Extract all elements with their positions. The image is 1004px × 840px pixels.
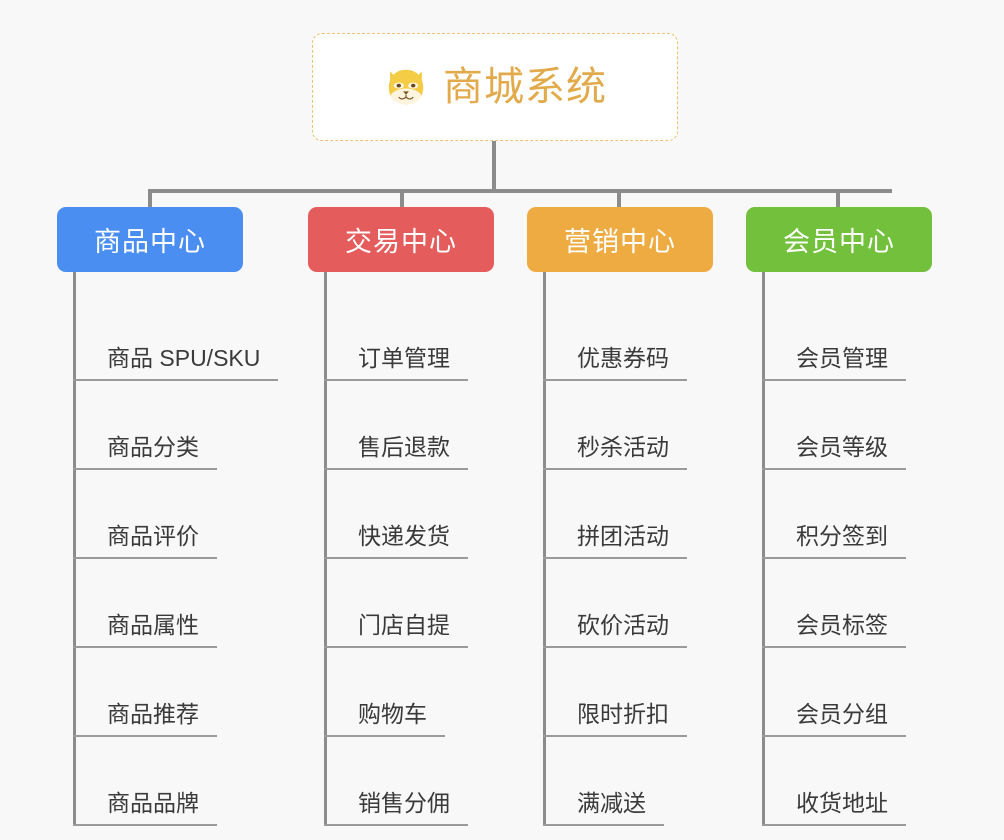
list-item[interactable]: 门店自提 bbox=[324, 559, 538, 648]
category-label: 营销中心 bbox=[564, 227, 676, 257]
leaf-label: 满减送 bbox=[543, 790, 664, 826]
leaf-label: 门店自提 bbox=[324, 612, 468, 648]
list-item[interactable]: 优惠券码 bbox=[543, 292, 757, 381]
category-header-marketing[interactable]: 营销中心 bbox=[527, 207, 713, 272]
connector-drop-3 bbox=[617, 189, 621, 209]
list-item[interactable]: 商品分类 bbox=[73, 381, 287, 470]
leaf-label: 商品推荐 bbox=[73, 701, 217, 737]
root-node[interactable]: 商城系统 bbox=[312, 33, 678, 141]
leaf-label: 会员管理 bbox=[762, 345, 906, 381]
leaf-label: 收货地址 bbox=[762, 790, 906, 826]
leaf-spine bbox=[543, 272, 546, 826]
list-item[interactable]: 会员管理 bbox=[762, 292, 976, 381]
list-item[interactable]: 商品推荐 bbox=[73, 648, 287, 737]
leaf-label: 砍价活动 bbox=[543, 612, 687, 648]
leaf-list-product: 商品 SPU/SKU 商品分类 商品评价 商品属性 商品推荐 商品品牌 bbox=[73, 272, 287, 826]
list-item[interactable]: 售后退款 bbox=[324, 381, 538, 470]
leaf-label: 商品评价 bbox=[73, 523, 217, 559]
leaf-label: 商品属性 bbox=[73, 612, 217, 648]
list-item[interactable]: 购物车 bbox=[324, 648, 538, 737]
connector-drop-4 bbox=[836, 189, 840, 209]
leaf-label: 商品 SPU/SKU bbox=[73, 345, 279, 381]
leaf-label: 积分签到 bbox=[762, 523, 906, 559]
branch-column-marketing: 营销中心 优惠券码 秒杀活动 拼团活动 砍价活动 限时折扣 满减送 bbox=[527, 207, 757, 826]
list-item[interactable]: 商品属性 bbox=[73, 559, 287, 648]
root-title: 商城系统 bbox=[443, 65, 607, 109]
list-item[interactable]: 砍价活动 bbox=[543, 559, 757, 648]
list-item[interactable]: 商品评价 bbox=[73, 470, 287, 559]
list-item[interactable]: 会员分组 bbox=[762, 648, 976, 737]
connector-drop-1 bbox=[148, 189, 152, 209]
connector-root-stem bbox=[492, 141, 496, 192]
branch-column-product: 商品中心 商品 SPU/SKU 商品分类 商品评价 商品属性 商品推荐 商品品牌 bbox=[57, 207, 287, 826]
category-header-trade[interactable]: 交易中心 bbox=[308, 207, 494, 272]
leaf-label: 购物车 bbox=[324, 701, 445, 737]
leaf-spine bbox=[762, 272, 765, 826]
leaf-label: 销售分佣 bbox=[324, 790, 468, 826]
leaf-list-marketing: 优惠券码 秒杀活动 拼团活动 砍价活动 限时折扣 满减送 bbox=[543, 272, 757, 826]
leaf-label: 秒杀活动 bbox=[543, 434, 687, 470]
list-item[interactable]: 会员标签 bbox=[762, 559, 976, 648]
category-label: 交易中心 bbox=[345, 227, 457, 257]
leaf-label: 会员标签 bbox=[762, 612, 906, 648]
list-item[interactable]: 满减送 bbox=[543, 737, 757, 826]
leaf-label: 快递发货 bbox=[324, 523, 468, 559]
leaf-label: 优惠券码 bbox=[543, 345, 687, 381]
category-header-member[interactable]: 会员中心 bbox=[746, 207, 932, 272]
list-item[interactable]: 快递发货 bbox=[324, 470, 538, 559]
category-header-product[interactable]: 商品中心 bbox=[57, 207, 243, 272]
leaf-label: 拼团活动 bbox=[543, 523, 687, 559]
leaf-list-member: 会员管理 会员等级 积分签到 会员标签 会员分组 收货地址 bbox=[762, 272, 976, 826]
leaf-spine bbox=[324, 272, 327, 826]
list-item[interactable]: 订单管理 bbox=[324, 292, 538, 381]
list-item[interactable]: 限时折扣 bbox=[543, 648, 757, 737]
branch-column-trade: 交易中心 订单管理 售后退款 快递发货 门店自提 购物车 销售分佣 bbox=[308, 207, 538, 826]
list-item[interactable]: 积分签到 bbox=[762, 470, 976, 559]
leaf-label: 订单管理 bbox=[324, 345, 468, 381]
list-item[interactable]: 商品 SPU/SKU bbox=[73, 292, 287, 381]
list-item[interactable]: 收货地址 bbox=[762, 737, 976, 826]
leaf-label: 会员分组 bbox=[762, 701, 906, 737]
category-label: 会员中心 bbox=[783, 227, 895, 257]
connector-horizontal-bus bbox=[148, 189, 892, 193]
category-label: 商品中心 bbox=[94, 227, 206, 257]
list-item[interactable]: 拼团活动 bbox=[543, 470, 757, 559]
leaf-spine bbox=[73, 272, 76, 826]
connector-drop-2 bbox=[400, 189, 404, 209]
leaf-label: 售后退款 bbox=[324, 434, 468, 470]
dog-face-icon bbox=[388, 69, 424, 105]
list-item[interactable]: 销售分佣 bbox=[324, 737, 538, 826]
list-item[interactable]: 会员等级 bbox=[762, 381, 976, 470]
leaf-label: 限时折扣 bbox=[543, 701, 687, 737]
branch-column-member: 会员中心 会员管理 会员等级 积分签到 会员标签 会员分组 收货地址 bbox=[746, 207, 976, 826]
list-item[interactable]: 秒杀活动 bbox=[543, 381, 757, 470]
leaf-label: 商品分类 bbox=[73, 434, 217, 470]
leaf-label: 商品品牌 bbox=[73, 790, 217, 826]
leaf-label: 会员等级 bbox=[762, 434, 906, 470]
list-item[interactable]: 商品品牌 bbox=[73, 737, 287, 826]
leaf-list-trade: 订单管理 售后退款 快递发货 门店自提 购物车 销售分佣 bbox=[324, 272, 538, 826]
